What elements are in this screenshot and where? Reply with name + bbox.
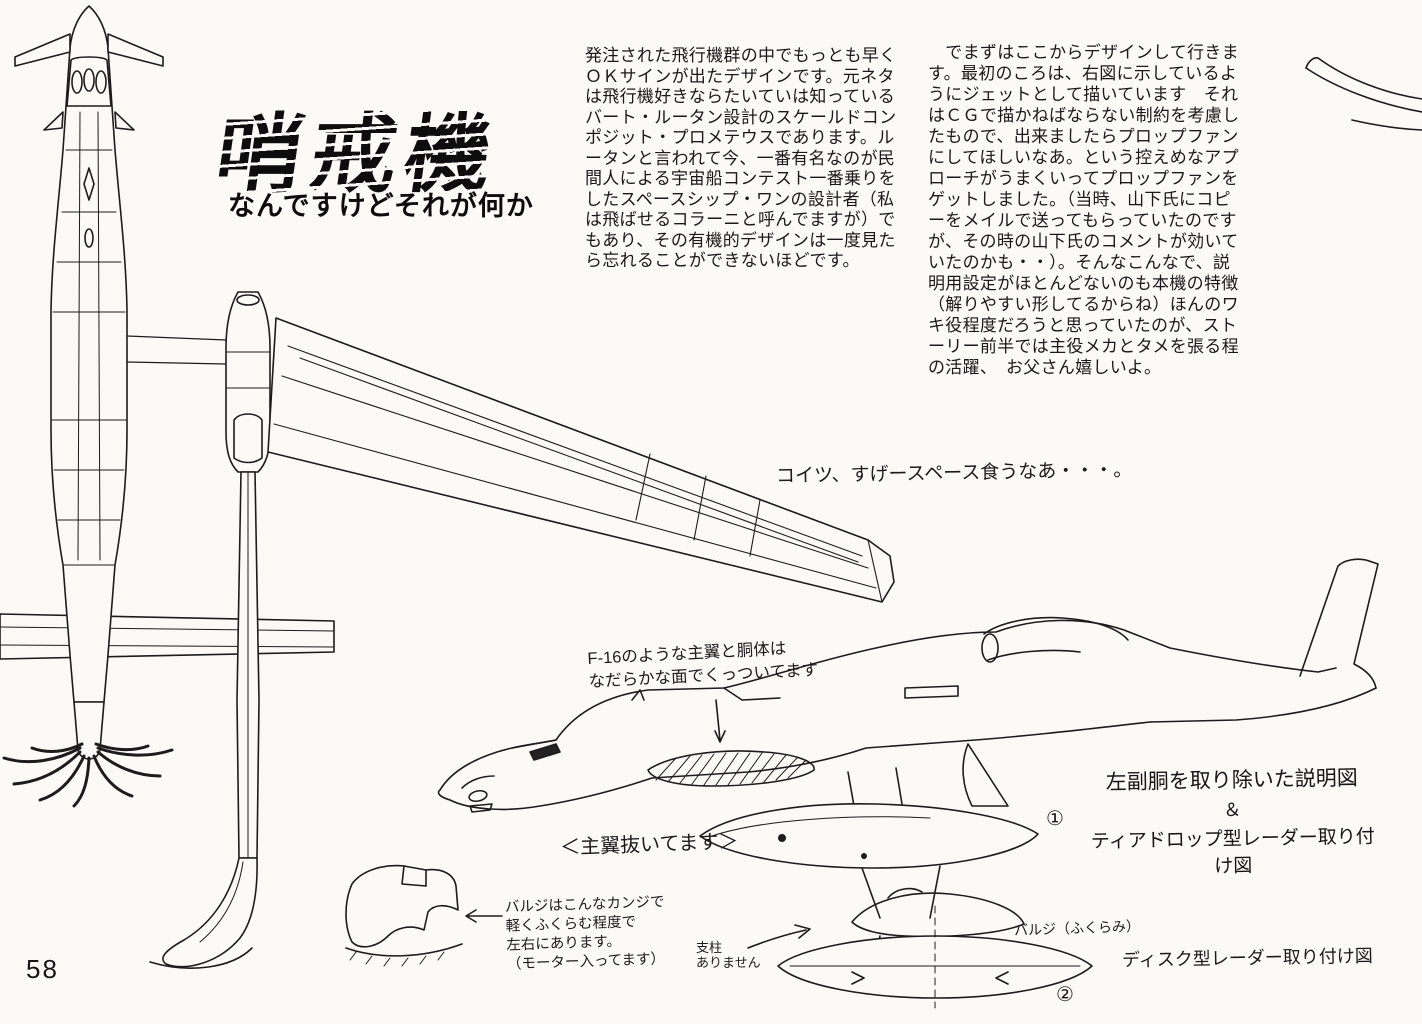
side-view-sketch xyxy=(437,558,1379,1009)
body-text-column-2: でまずはここからデザインして行きま す。最初のころは、右図に示しているよ うにジ… xyxy=(928,43,1240,377)
note-no-strut: 支柱 ありません xyxy=(696,940,761,970)
circled-number-2: ② xyxy=(1056,984,1074,1006)
page-subtitle: なんですけどそれが何か xyxy=(228,191,534,221)
diagram-caption-ampersand: ＆ xyxy=(1223,799,1242,821)
circled-number-1: ① xyxy=(1046,808,1064,830)
top-view-sketch xyxy=(0,5,895,969)
diagram-caption-line2: ティアドロップ型レーダー取り付け図 xyxy=(1090,826,1375,878)
page-number: 58 xyxy=(26,954,59,984)
note-wing-removed: ＜主翼抜いてます＞ xyxy=(559,830,739,860)
body-text-column-1: 発注された飛行機群の中でもっとも早く ＯＫサインが出たデザインです。元ネタ は飛… xyxy=(585,46,897,270)
corner-wing-sketch xyxy=(1305,57,1422,131)
note-bulge-description: バルジはこんなカンジで 軽くふくらむ程度で 左右にあります。 （モーター入ってま… xyxy=(504,894,666,973)
disc-radar-caption: ディスク型レーダー取り付け図 xyxy=(1121,945,1373,971)
bulge-sketch xyxy=(345,864,503,967)
diagram-caption: 左副胴を取り除いた説明図 ＆ ティアドロップ型レーダー取り付け図 xyxy=(1089,762,1376,881)
diagram-caption-line1: 左副胴を取り除いた説明図 xyxy=(1105,766,1358,795)
